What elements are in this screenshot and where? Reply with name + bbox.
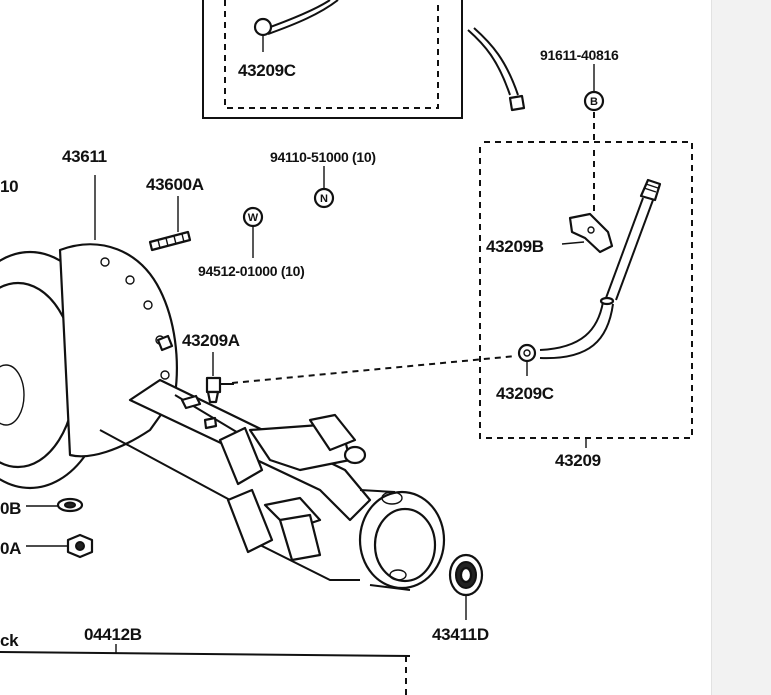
part-label-43209c-upper: 43209C — [238, 61, 296, 80]
part-label-43209: 43209 — [555, 451, 601, 470]
nut-part — [26, 533, 94, 559]
part-label-43209c: 43209C — [496, 384, 554, 403]
part-label-43209a: 43209A — [182, 331, 240, 350]
clamp-part-top — [253, 17, 273, 37]
part-label-43411d: 43411D — [432, 625, 489, 644]
axle-housing-part — [0, 175, 446, 591]
part-label-43209b: 43209B — [486, 237, 544, 256]
hose-detail-box — [479, 112, 693, 448]
part-label-partial-ck: ck — [0, 631, 19, 650]
washer-part — [26, 497, 84, 513]
upper-detail-box — [202, 0, 463, 119]
scrollbar-track[interactable] — [711, 0, 771, 695]
vent-hose-upper — [467, 27, 526, 112]
part-label-94512-01000: 94512-01000 (10) — [198, 263, 305, 279]
part-label-91611-40816: 91611-40816 — [540, 47, 619, 63]
breather-plug-part — [205, 352, 234, 404]
w-symbol-icon: W — [242, 206, 264, 258]
vent-connection-leader — [231, 355, 517, 384]
spring-seat-bracket — [218, 426, 264, 486]
svg-text:W: W — [248, 212, 259, 224]
part-label-partial-10: 10 — [0, 177, 18, 196]
n-symbol-icon: N — [313, 166, 335, 209]
b-symbol-icon: B — [583, 64, 605, 112]
part-label-partial-0a: 0A — [0, 539, 21, 558]
stud-bolt-part — [148, 196, 192, 252]
part-label-partial-0b: 0B — [0, 499, 21, 518]
lower-detail-box — [0, 644, 411, 695]
part-label-94110-51000: 94110-51000 (10) — [270, 149, 376, 165]
oil-seal-part — [448, 553, 484, 620]
part-label-43600a: 43600A — [146, 175, 204, 194]
svg-text:B: B — [590, 96, 598, 108]
hose-clamp-part — [517, 343, 537, 363]
part-label-43611: 43611 — [62, 147, 107, 166]
part-label-04412b: 04412B — [84, 625, 142, 644]
svg-text:N: N — [320, 193, 328, 205]
